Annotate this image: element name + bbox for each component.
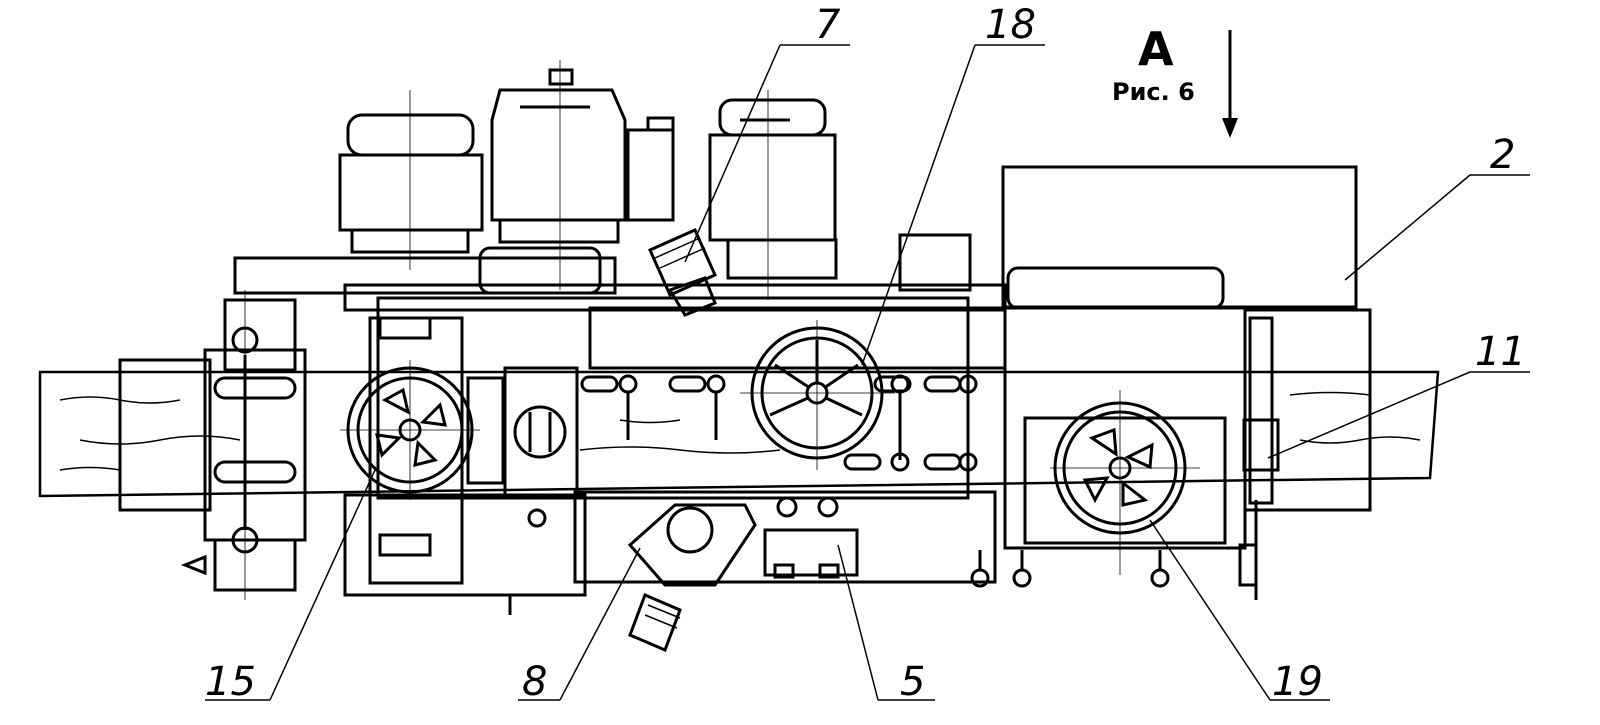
handwheel-18 — [740, 320, 895, 470]
bottom-feet — [508, 550, 1170, 615]
view-letter: A — [1138, 22, 1174, 76]
suction-pipe-8 — [627, 503, 757, 652]
timber-workpiece — [38, 370, 1440, 498]
callout-8: 8 — [522, 659, 547, 705]
handwheel-15 — [340, 360, 480, 500]
callout-7: 7 — [815, 2, 841, 48]
left-feed-section — [118, 290, 464, 600]
suction-pipe-7 — [648, 228, 717, 317]
cutter-housing — [466, 366, 579, 528]
clamp-block-5 — [763, 496, 859, 579]
clamp-post-11 — [1238, 316, 1280, 600]
motor-center — [490, 60, 675, 290]
guide-clamps — [580, 374, 978, 472]
callout-2: 2 — [1490, 132, 1515, 178]
callout-15: 15 — [205, 659, 256, 705]
callout-11: 11 — [1475, 329, 1526, 375]
view-arrow-a: A Рис. 6 — [1112, 22, 1238, 138]
callout-18: 18 — [985, 2, 1036, 48]
callout-leaders — [205, 44, 1530, 701]
motor-right — [708, 90, 838, 300]
motor-left — [338, 90, 484, 270]
callout-19: 19 — [1272, 659, 1323, 705]
view-reference: Рис. 6 — [1112, 78, 1195, 106]
handwheel-19 — [1050, 390, 1200, 575]
callout-5: 5 — [900, 659, 925, 705]
